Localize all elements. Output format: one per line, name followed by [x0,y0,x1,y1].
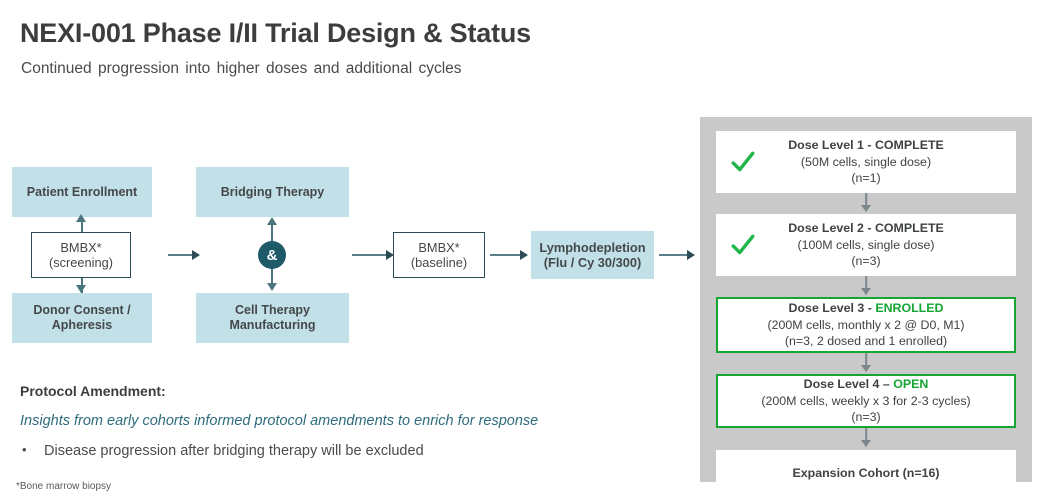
bridging-therapy-box: Bridging Therapy [196,167,349,217]
patient-enrollment-label: Patient Enrollment [26,184,138,199]
cell-therapy-box: Cell Therapy Manufacturing [196,293,349,343]
checkmark-icon [731,151,755,172]
arrow-head-3 [520,250,528,260]
protocol-amendment-heading: Protocol Amendment: [20,383,166,399]
panel-arrow-3 [861,365,871,372]
arrow-line-3 [490,254,524,256]
donor-consent-box: Donor Consent / Apheresis [12,293,152,343]
dose-level-4-title: Dose Level 4 – OPEN [718,376,1014,392]
dose-level-3-title: Dose Level 3 - ENROLLED [718,300,1014,316]
bmbx-screening-line2: (screening) [48,255,113,270]
connector-donor-vline [81,275,83,293]
dose-level-4-status: OPEN [893,377,929,392]
arrow-up-to-enrollment [76,214,86,222]
bullet-marker: • [22,442,27,457]
panel-connector-4 [865,428,867,442]
expansion-cohort-label: Expansion Cohort (n=16) [792,465,940,480]
dose-level-2-status: COMPLETE [874,221,944,236]
footnote-text: *Bone marrow biopsy [16,481,112,492]
arrow-head-2 [386,250,394,260]
arrow-line-2 [352,254,390,256]
bmbx-screening-line1: BMBX* [60,239,102,255]
arrow-down-to-donor [76,285,86,293]
cell-therapy-label: Cell Therapy Manufacturing [229,303,316,332]
lymphodepletion-box: Lymphodepletion (Flu / Cy 30/300) [531,231,654,279]
dose-level-3-line2: (200M cells, monthly x 2 @ D0, M1) [767,317,965,332]
dose-level-3-box[interactable]: Dose Level 3 - ENROLLED (200M cells, mon… [716,297,1016,353]
panel-arrow-4 [861,440,871,447]
expansion-cohort-box[interactable]: Expansion Cohort (n=16) [716,450,1016,496]
arrow-head-1 [192,250,200,260]
dose-level-4-box[interactable]: Dose Level 4 – OPEN (200M cells, weekly … [716,374,1016,428]
panel-connector-2 [865,276,867,290]
protocol-amendment-note: Insights from early cohorts informed pro… [20,413,539,429]
bmbx-baseline-line2: (baseline) [410,255,468,270]
dose-level-1-status: COMPLETE [874,138,944,153]
dose-level-1-line2: (50M cells, single dose) [800,154,932,169]
arrow-head-4 [687,250,695,260]
bmbx-baseline-box: BMBX* (baseline) [393,232,485,278]
dose-level-4-line2: (200M cells, weekly x 3 for 2-3 cycles) [761,393,971,408]
bullet-text: Disease progression after bridging thera… [44,443,424,459]
dose-level-4-line3: (n=3) [851,410,881,425]
panel-arrow-1 [861,205,871,212]
arrow-down-to-cell-therapy [267,283,277,291]
dose-level-1-box[interactable]: Dose Level 1 - COMPLETE (50M cells, sing… [716,131,1016,193]
arrow-line-1 [168,254,194,256]
panel-arrow-2 [861,288,871,295]
lymphodepletion-line1: Lymphodepletion [539,239,646,255]
and-connector-circle: & [258,241,286,269]
page-title: NEXI-001 Phase I/II Trial Design & Statu… [20,18,531,48]
dose-level-1-line3: (n=1) [851,171,881,186]
dose-level-3-title-prefix: Dose Level 3 - [788,301,876,316]
dose-level-3-status: ENROLLED [875,301,944,316]
page-subtitle: Continued progression into higher doses … [21,60,462,77]
dose-level-1-title: Dose Level 1 - COMPLETE [716,137,1016,153]
dose-level-2-line3: (n=3) [851,254,881,269]
lymphodepletion-line2: (Flu / Cy 30/300) [543,255,642,270]
dose-level-2-title: Dose Level 2 - COMPLETE [716,220,1016,236]
dose-escalation-panel: Dose Level 1 - COMPLETE (50M cells, sing… [700,117,1032,496]
bmbx-baseline-line1: BMBX* [418,239,460,255]
donor-consent-label: Donor Consent / Apheresis [33,303,131,332]
checkmark-icon [731,234,755,255]
dose-level-2-title-prefix: Dose Level 2 - [788,221,875,236]
protocol-amendment-bullet: • Disease progression after bridging the… [22,442,424,459]
patient-enrollment-box: Patient Enrollment [12,167,152,217]
bmbx-screening-box: BMBX* (screening) [31,232,131,278]
dose-level-2-box[interactable]: Dose Level 2 - COMPLETE (100M cells, sin… [716,214,1016,276]
panel-connector-3 [865,353,867,367]
dose-level-2-line2: (100M cells, single dose) [797,237,935,252]
bridging-therapy-label: Bridging Therapy [220,184,325,199]
arrow-line-4 [659,254,691,256]
dose-level-4-title-prefix: Dose Level 4 – [803,377,894,392]
arrow-up-to-bridging [267,217,277,225]
panel-connector-1 [865,193,867,207]
dose-level-1-title-prefix: Dose Level 1 - [788,138,875,153]
dose-level-3-line3: (n=3, 2 dosed and 1 enrolled) [784,334,948,349]
and-symbol-label: & [266,246,278,264]
connector-enroll-vline [81,217,83,235]
